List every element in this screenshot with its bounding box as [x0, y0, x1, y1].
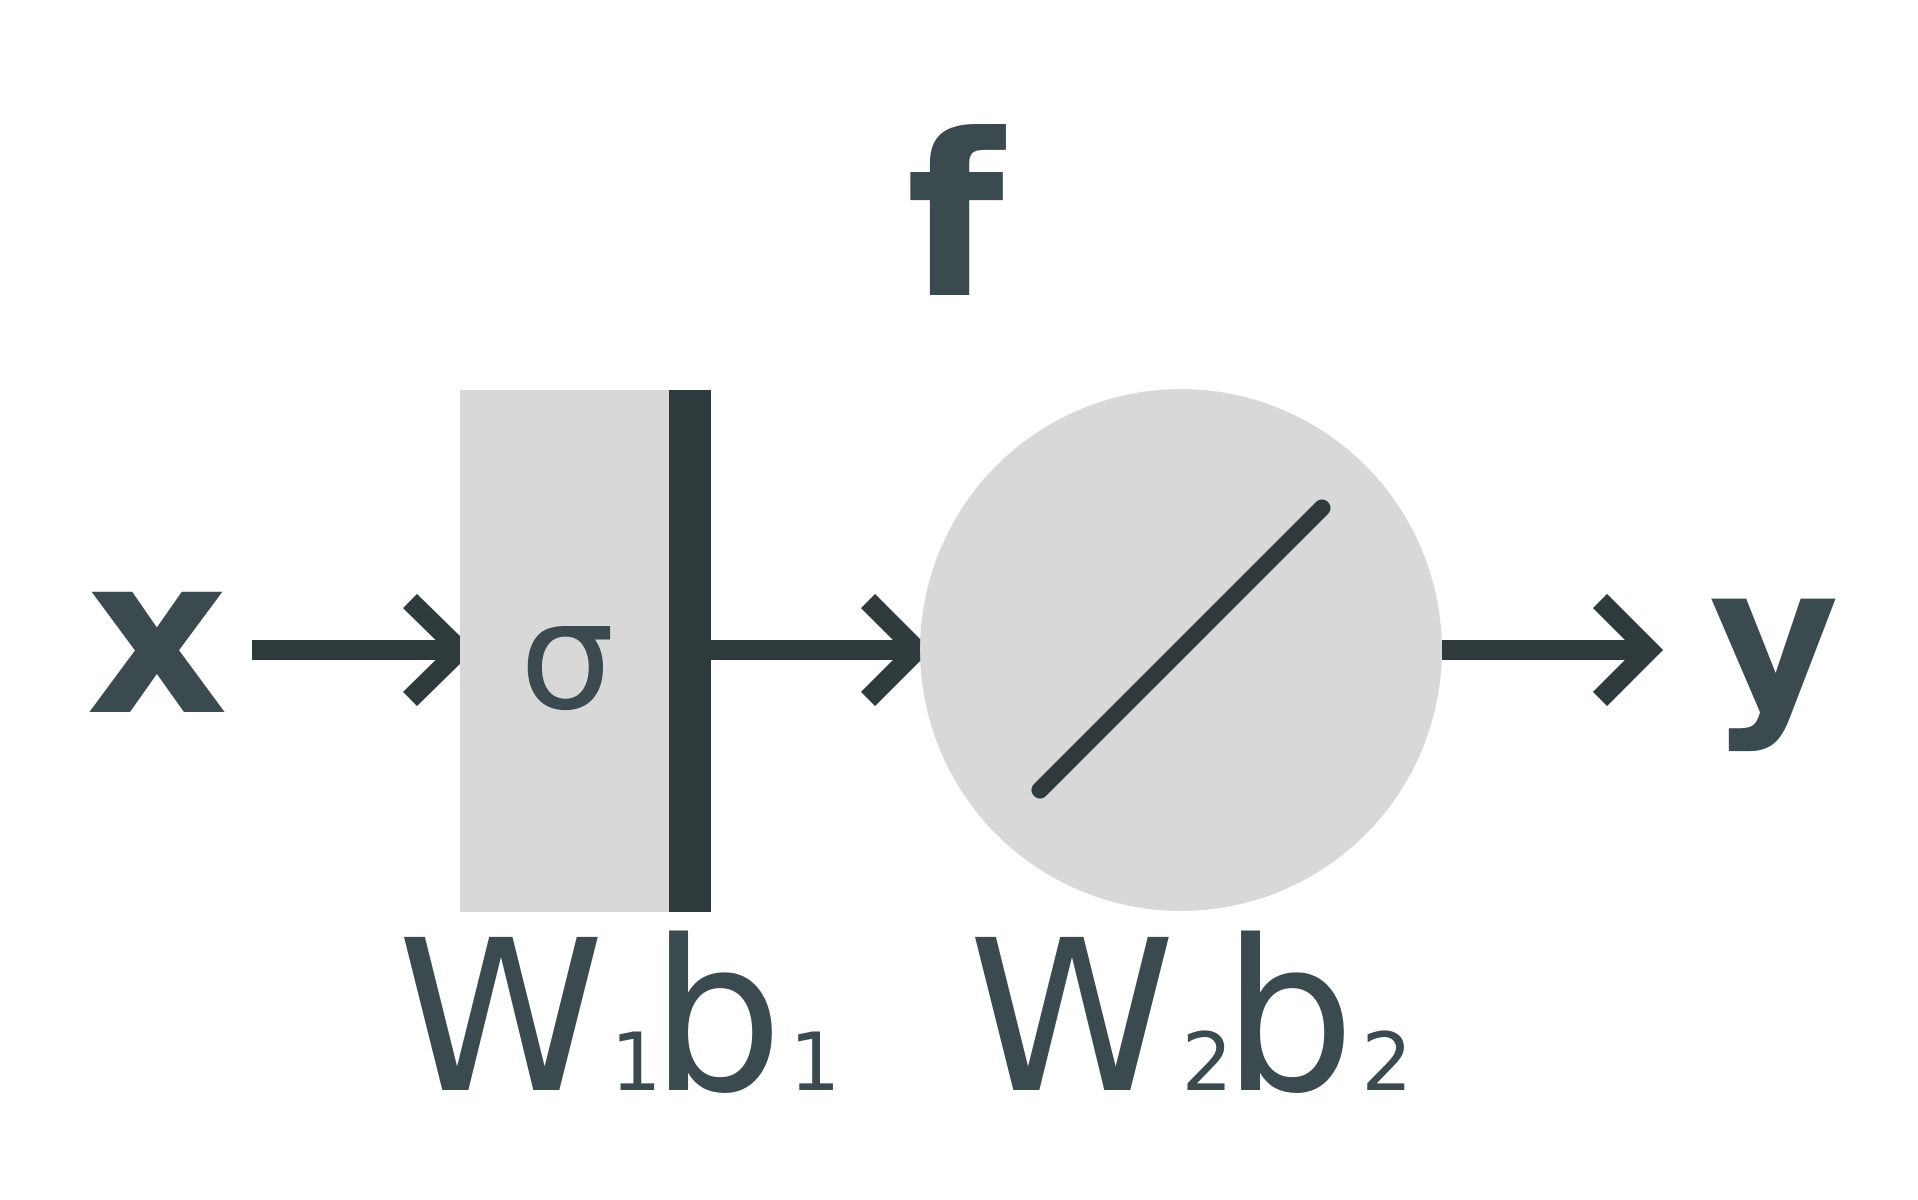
layer1-weight-label: W1 [397, 895, 662, 1140]
sigma-activation-label: σ [519, 570, 614, 744]
arrow-input-to-layer1 [252, 593, 475, 707]
arrow-layer2-to-output [1442, 593, 1664, 707]
layer1-bias-bar [669, 390, 711, 912]
layer1-block [460, 390, 670, 912]
input-label: x [86, 508, 228, 764]
arrow-layer1-to-layer2 [711, 593, 932, 707]
layer2-weight-label: W2 [968, 895, 1233, 1140]
layer1-bias-label: b1 [650, 895, 840, 1140]
output-label: y [1709, 523, 1839, 756]
layer2-bias-label: b2 [1222, 895, 1412, 1140]
linear-activation-icon [1031, 499, 1331, 799]
function-label: f [906, 87, 1006, 349]
